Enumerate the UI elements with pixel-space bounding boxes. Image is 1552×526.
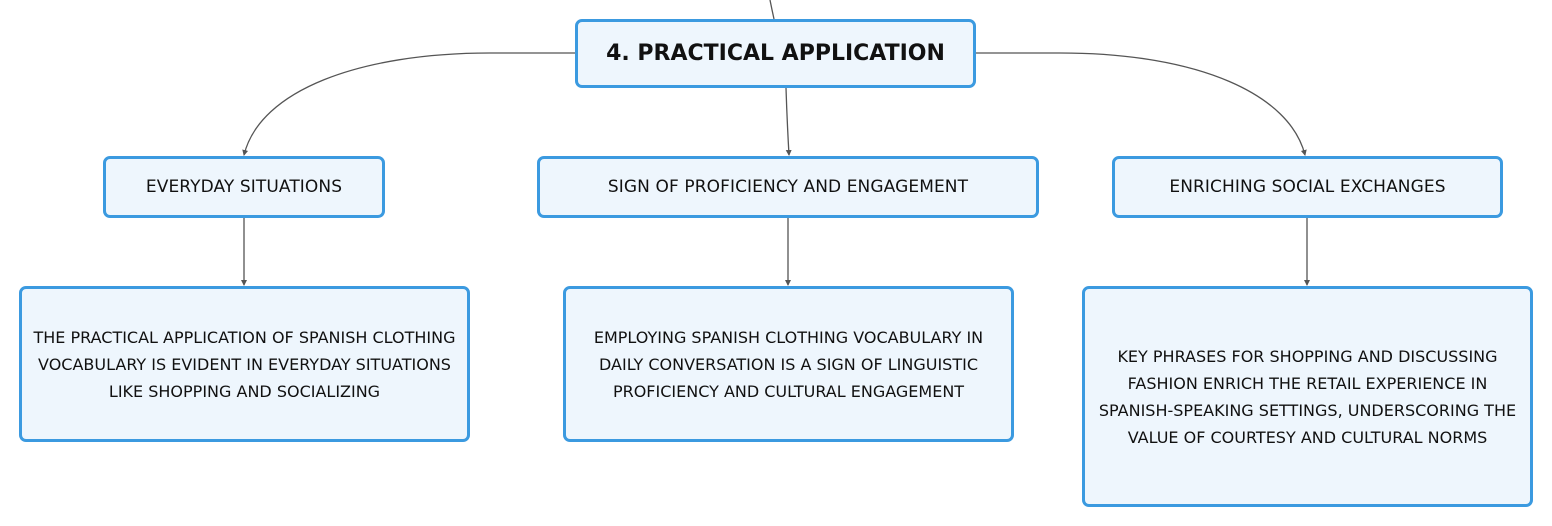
detail-node-enriching-social-exchanges[interactable]: KEY PHRASES FOR SHOPPING AND DISCUSSING … (1082, 286, 1533, 507)
branch-label: EVERYDAY SITUATIONS (145, 177, 343, 197)
parent-connector (769, 0, 775, 20)
branch-label: ENRICHING SOCIAL EXCHANGES (1169, 177, 1446, 197)
detail-node-everyday-situations[interactable]: THE PRACTICAL APPLICATION OF SPANISH CLO… (19, 286, 470, 442)
detail-text: KEY PHRASES FOR SHOPPING AND DISCUSSING … (1098, 346, 1517, 447)
connector-root-to-everyday (242, 52, 575, 156)
branch-node-sign-of-proficiency[interactable]: SIGN OF PROFICIENCY AND ENGAGEMENT (537, 156, 1039, 218)
detail-node-sign-of-proficiency[interactable]: EMPLOYING SPANISH CLOTHING VOCABULARY IN… (563, 286, 1014, 442)
branch-node-everyday-situations[interactable]: EVERYDAY SITUATIONS (103, 156, 385, 218)
connector-root-to-proficiency (785, 87, 792, 156)
root-topic-node[interactable]: 4. PRACTICAL APPLICATION (575, 19, 976, 88)
root-topic-label: 4. PRACTICAL APPLICATION (606, 41, 945, 66)
branch-label: SIGN OF PROFICIENCY AND ENGAGEMENT (607, 177, 969, 197)
connector-root-to-social (976, 52, 1307, 156)
detail-text: THE PRACTICAL APPLICATION OF SPANISH CLO… (33, 327, 456, 401)
detail-text: EMPLOYING SPANISH CLOTHING VOCABULARY IN… (593, 327, 984, 401)
branch-node-enriching-social-exchanges[interactable]: ENRICHING SOCIAL EXCHANGES (1112, 156, 1503, 218)
